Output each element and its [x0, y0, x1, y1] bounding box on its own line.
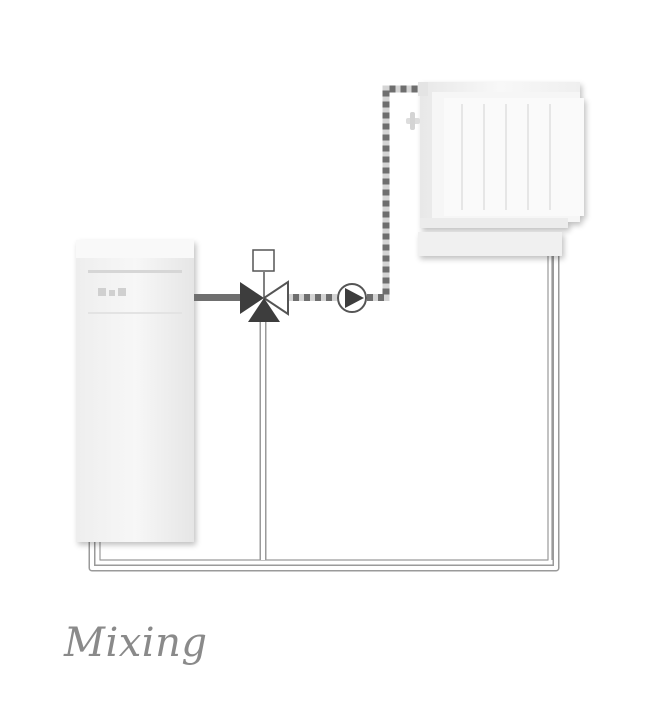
radiator-valve-stubs: [406, 82, 428, 130]
boiler-logo: [98, 288, 126, 296]
diagram-caption: Mixing: [64, 620, 208, 666]
circulation-pump-icon: [337, 283, 367, 313]
actuator-square-icon: [252, 249, 275, 272]
radiator-flow-pipe: [367, 85, 420, 301]
return-pipe: [88, 238, 560, 572]
boiler-flow-pipe: [194, 294, 244, 301]
three-way-mixing-valve-icon: [240, 272, 289, 322]
radiator-icon: [418, 82, 584, 256]
boiler-icon: [76, 240, 194, 542]
